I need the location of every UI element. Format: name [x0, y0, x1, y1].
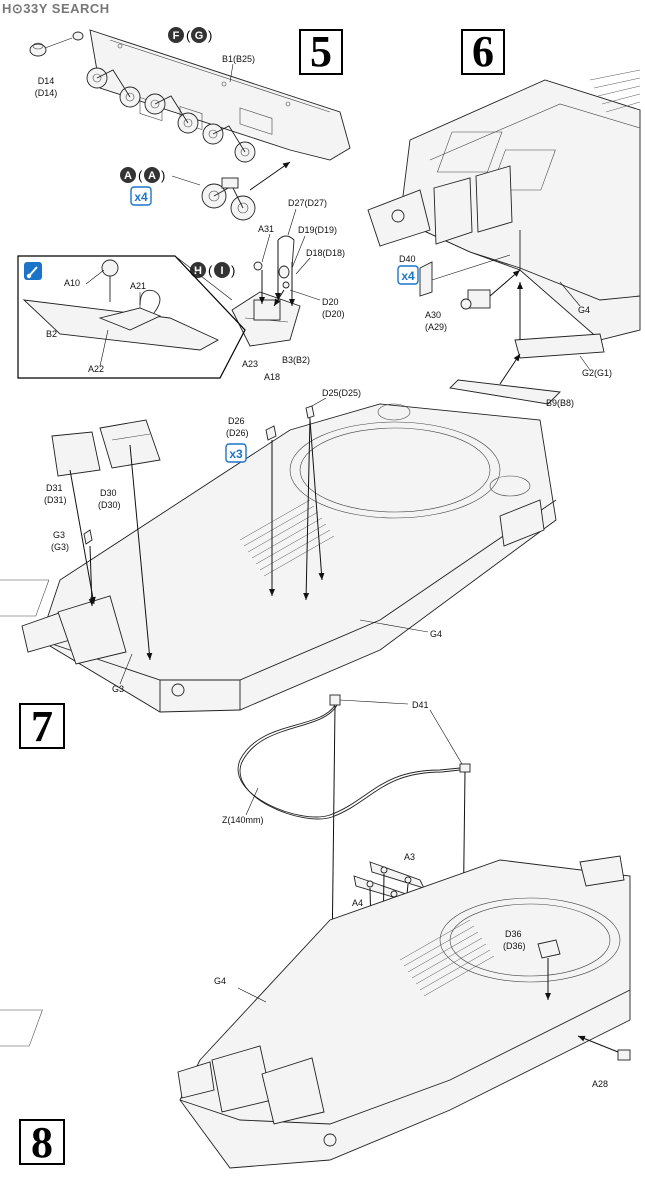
step-8-number: 8	[31, 1118, 53, 1167]
label-d26: D26	[228, 416, 245, 426]
option-f: F	[173, 30, 180, 42]
label-d20: D20	[322, 297, 339, 307]
label-d25: D25(D25)	[322, 388, 361, 398]
part-d36	[537, 939, 561, 959]
option-g: G	[195, 30, 204, 42]
label-b2: B2	[46, 329, 57, 339]
label-g2: G2(G1)	[582, 368, 612, 378]
svg-text:): )	[208, 28, 212, 43]
step-6-box	[461, 29, 505, 75]
part-a30	[460, 289, 491, 310]
label-d30-alt: (D30)	[98, 500, 121, 510]
label-d36: D36	[505, 929, 522, 939]
label-b3: B3(B2)	[282, 355, 310, 365]
label-b9: B9(B8)	[546, 398, 574, 408]
label-d20-alt: (D20)	[322, 309, 345, 319]
label-g3-a: G3	[53, 530, 65, 540]
hull-top-g4-step8	[0, 855, 631, 1169]
suspension-arm-a	[201, 177, 256, 221]
step-7-number: 7	[31, 702, 53, 751]
part-a28	[617, 1049, 631, 1061]
label-a30-alt: (A29)	[425, 322, 447, 332]
label-a31: A31	[258, 224, 274, 234]
hull-top-g4-step6	[367, 69, 641, 341]
step-5-number: 5	[310, 27, 332, 76]
hull-top-g4-step7	[0, 403, 557, 713]
watermark: H⊙33Y SEARCH	[2, 1, 110, 16]
label-g4-step6: G4	[578, 305, 590, 315]
inset-frame	[17, 255, 246, 379]
option-a1: A	[124, 170, 132, 182]
label-d14-alt: (D14)	[35, 88, 58, 98]
step-5-box	[299, 29, 343, 75]
svg-text:(: (	[186, 28, 191, 43]
part-d25	[305, 405, 315, 419]
label-a30: A30	[425, 310, 441, 320]
step-5-group: 5 F ( G ) D14 (	[17, 27, 351, 382]
part-d14	[29, 31, 84, 57]
label-g3: G3	[112, 684, 124, 694]
label-z: Z(140mm)	[222, 815, 264, 825]
part-d26	[265, 425, 277, 441]
option-i: I	[220, 265, 223, 277]
label-d19: D19(D19)	[298, 225, 337, 235]
label-a23: A23	[242, 359, 258, 369]
label-a10: A10	[64, 278, 80, 288]
label-a3: A3	[404, 852, 415, 862]
svg-text:(: (	[208, 263, 213, 278]
label-a4: A4	[352, 898, 363, 908]
svg-text:): )	[231, 263, 235, 278]
label-d18: D18(D18)	[306, 248, 345, 258]
label-d31: D31	[46, 483, 63, 493]
label-a18: A18	[264, 372, 280, 382]
part-d31	[51, 431, 101, 477]
road-wheel-arms	[86, 67, 256, 163]
label-a28: A28	[592, 1079, 608, 1089]
inset-plate-b2	[22, 259, 219, 351]
step-8-group: 8 D41 Z(140mm) A3 A4	[0, 694, 631, 1169]
step-7-group: 7 D31 (D31) D30 (D30) G3 (G3) G3	[0, 388, 557, 751]
label-g4-step7: G4	[430, 629, 442, 639]
label-d31-alt: (D31)	[44, 495, 67, 505]
part-g2	[514, 333, 605, 359]
svg-text:): )	[161, 168, 165, 183]
step-7-box	[19, 703, 65, 749]
part-g3	[83, 529, 93, 545]
label-g3-a-alt: (G3)	[51, 542, 69, 552]
label-d14: D14	[38, 76, 55, 86]
part-d40	[419, 261, 433, 297]
option-h: H	[194, 265, 202, 277]
label-d27: D27(D27)	[288, 198, 327, 208]
step-8-box	[19, 1119, 65, 1165]
svg-text:(: (	[138, 168, 143, 183]
label-g4-step8: G4	[214, 976, 226, 986]
part-d30	[99, 419, 161, 469]
label-a22: A22	[88, 364, 104, 374]
label-d41: D41	[412, 700, 429, 710]
label-b1: B1(B25)	[222, 54, 255, 64]
part-b9	[449, 379, 561, 405]
label-a21: A21	[130, 281, 146, 291]
step-6-number: 6	[472, 27, 494, 76]
label-d40: D40	[399, 254, 416, 264]
label-d36-alt: (D36)	[503, 941, 526, 951]
step-6-group: 6 D40 x4 A30 (A29) G4 G2(	[367, 27, 641, 408]
sprocket-bracket-assembly	[231, 235, 301, 347]
option-a2: A	[148, 170, 156, 182]
qty-a: x4	[134, 190, 148, 204]
label-d30: D30	[100, 488, 117, 498]
qty-d26: x3	[229, 447, 243, 461]
qty-d40: x4	[401, 269, 415, 283]
antenna-wire-z	[237, 694, 471, 820]
label-d26-alt: (D26)	[226, 428, 249, 438]
